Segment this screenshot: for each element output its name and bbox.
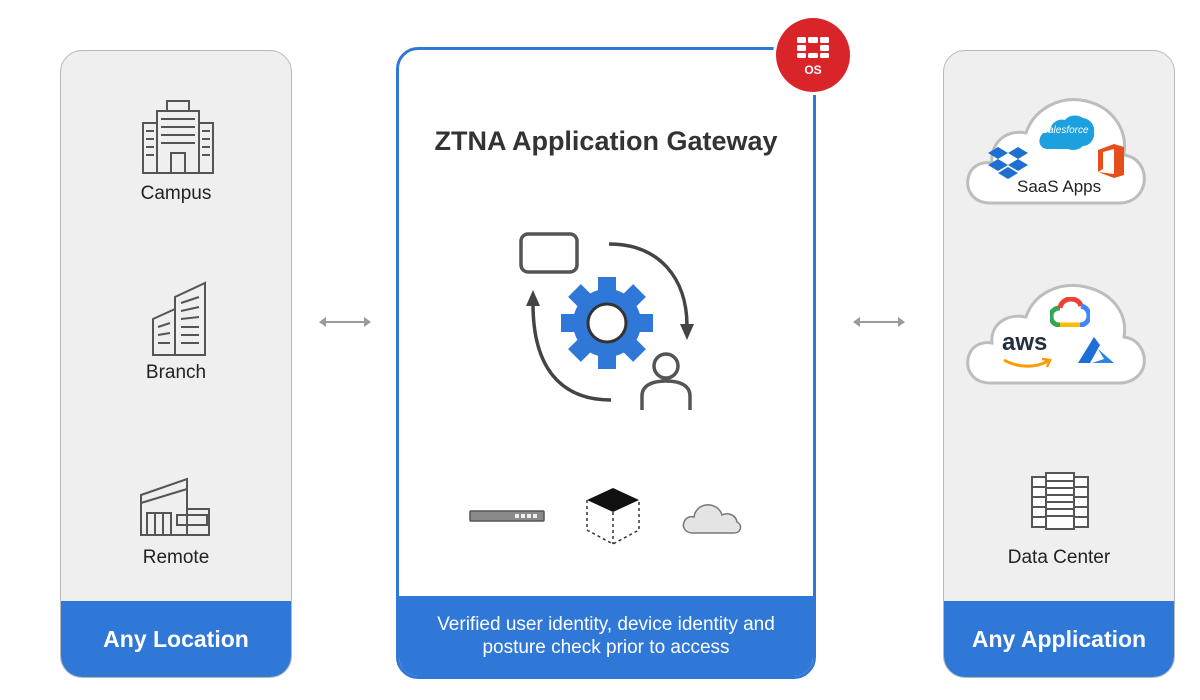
aws-logo-text: aws [1002,329,1048,356]
bidirectional-arrow-left-icon [319,317,371,327]
salesforce-logo-text: salesforce [1043,125,1089,136]
location-footer: Any Location [61,601,291,677]
campus-building-icon [142,100,214,174]
branch-building-icon [152,281,206,356]
os-badge-label: OS [804,63,822,77]
application-footer: Any Application [944,601,1174,677]
appliance-icon [469,510,545,522]
cloud-icon [682,504,742,534]
saas-label: SaaS Apps [1017,177,1102,196]
gateway-panel: ZTNA Application Gateway [396,47,816,679]
branch-label: Branch [145,362,207,383]
azure-icon [1078,337,1114,363]
remote-label: Remote [142,547,210,568]
os-badge: OS [772,14,854,96]
user-icon [640,352,692,410]
remote-house-icon [140,477,210,536]
cycle-diagram [519,232,694,410]
gear-icon [561,277,653,369]
aws-icon [1003,357,1052,368]
iaas-cloud-shape [966,284,1146,385]
salesforce-icon [1039,115,1095,150]
dropbox-icon [988,147,1028,179]
datacenter-label: Data Center [1007,547,1111,568]
location-panel: Campus Branch Remote Any Location [60,50,292,678]
campus-label: Campus [140,183,212,204]
window-icon [519,232,579,274]
application-panel: salesforce SaaS Apps aws [943,50,1175,678]
bidirectional-arrow-right-icon [853,317,905,327]
office-icon [1098,144,1124,178]
virtual-box-icon [586,488,640,545]
gateway-title: ZTNA Application Gateway [434,126,778,156]
saas-cloud-shape [966,98,1146,205]
fortinet-logo-icon [773,15,853,95]
google-cloud-icon [1050,297,1090,327]
cycle-arrows-icon [608,242,689,327]
gateway-footer: Verified user identity, device identity … [399,596,813,676]
server-rack-icon [1031,472,1089,530]
